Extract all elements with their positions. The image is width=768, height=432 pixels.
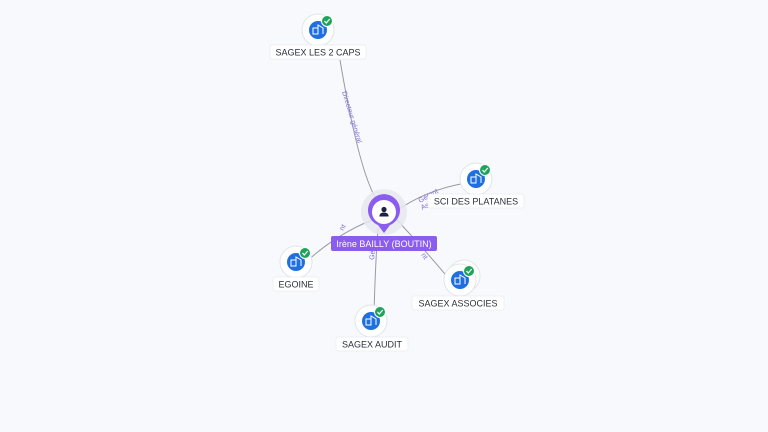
company-node-sagex-les-2-caps[interactable] (301, 13, 335, 47)
building-icon (467, 170, 485, 188)
edge-sagex-les-2-caps[interactable] (339, 59, 384, 209)
edge-label-directeur-general: Directeur général (340, 91, 363, 145)
edge-label-as-platanes: As (420, 202, 431, 212)
company-node-sci-des-platanes[interactable] (459, 162, 493, 196)
building-icon (287, 253, 305, 271)
company-label-sci-des-platanes: SCI DES PLATANES (434, 197, 518, 207)
company-label-sagex-les-2-caps: SAGEX LES 2 CAPS (275, 48, 360, 58)
building-icon (451, 271, 469, 289)
company-node-egoine[interactable] (279, 245, 313, 279)
company-node-sagex-associes[interactable] (443, 259, 481, 297)
verified-check-icon (299, 247, 311, 259)
person-node[interactable] (361, 189, 407, 235)
edge-label-egoine: nt (339, 223, 348, 232)
company-label-sagex-audit: SAGEX AUDIT (342, 340, 403, 350)
verified-check-icon (374, 306, 386, 318)
edge-labels: Directeur général Gérant As nt Gérant nt (339, 91, 440, 261)
verified-check-icon (479, 164, 491, 176)
company-node-sagex-audit[interactable] (354, 304, 388, 338)
company-label-sagex-associes: SAGEX ASSOCIES (418, 299, 497, 309)
verified-check-icon (463, 265, 475, 277)
edge-label-associes: nt (419, 252, 428, 261)
verified-check-icon (321, 15, 333, 27)
user-icon (379, 206, 389, 217)
edges (304, 59, 467, 316)
company-label-egoine: EGOINE (278, 280, 313, 290)
person-label: Irène BAILLY (BOUTIN) (336, 239, 431, 249)
building-icon (362, 312, 380, 330)
building-icon (309, 21, 327, 39)
